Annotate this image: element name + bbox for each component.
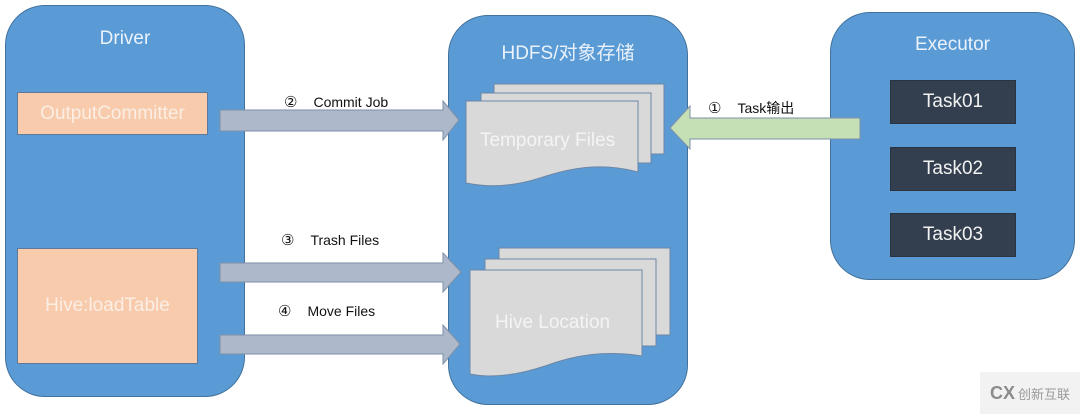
task-box: Task01 [890,80,1016,124]
step-text: Task输出 [737,100,795,116]
step-label-commit-job: ② Commit Job [284,93,388,111]
step-text: Trash Files [310,232,380,248]
file-sheet-front [469,269,643,377]
storage-title: HDFS/对象存储 [501,43,635,64]
hive-location-label: Hive Location [495,312,611,333]
task-box: Task03 [890,213,1016,257]
step-label-move-files: ④ Move Files [278,302,375,320]
step-text: Commit Job [313,94,389,110]
driver-title: Driver [99,28,151,49]
watermark-logo-icon: CX [989,382,1015,403]
hive-location-stack [469,247,671,377]
output-committer-box: OutputCommitter [17,92,208,135]
file-sheet-front [465,100,639,187]
step-number: ① [708,99,722,117]
hive-loadtable-box: Hive:loadTable [17,248,198,364]
task-output-arrow [669,104,861,151]
move-files-arrow [219,323,461,366]
watermark: CX 创新互联 [980,372,1080,414]
commit-job-arrow [219,99,460,142]
step-number: ④ [278,302,292,320]
task-box: Task02 [890,147,1016,191]
step-number: ② [284,93,298,111]
trash-files-arrow [219,251,462,294]
step-label-task-output: ① Task输出 [708,98,794,118]
step-number: ③ [281,231,295,249]
executor-title: Executor [915,34,990,55]
watermark-text: 创新互联 [1018,386,1071,402]
temporary-files-label: Temporary Files [480,130,616,151]
temporary-files-stack [465,83,665,187]
step-text: Move Files [307,303,376,319]
step-label-trash-files: ③ Trash Files [281,231,379,249]
